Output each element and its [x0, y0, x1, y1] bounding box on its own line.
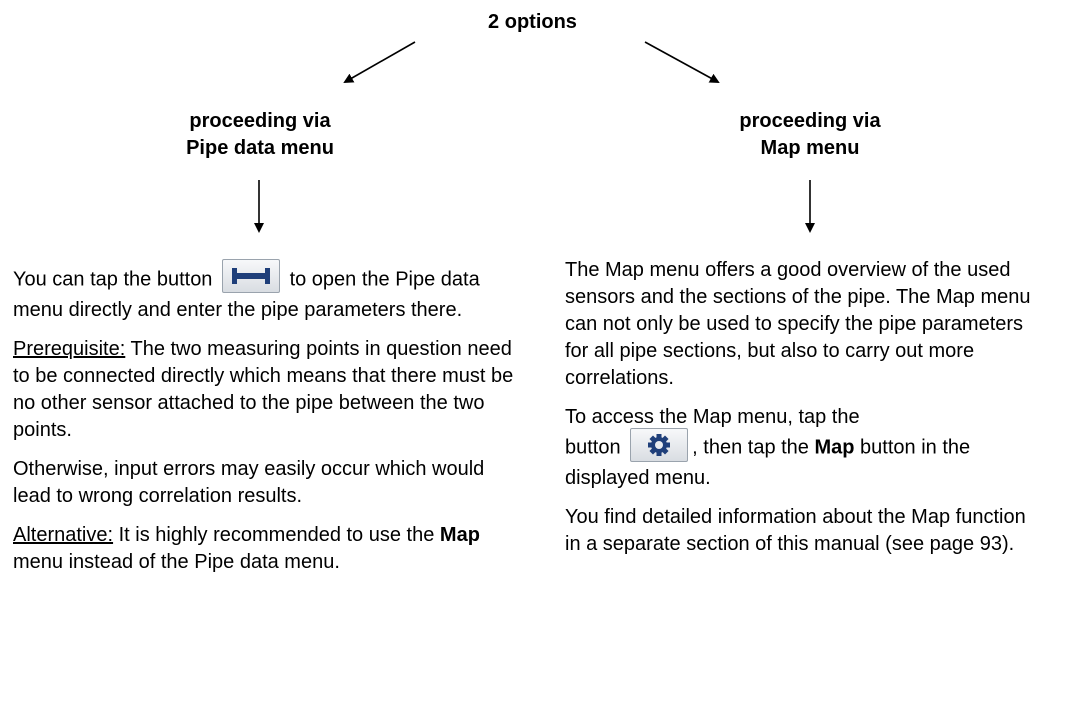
left-column: You can tap the button to open the Pipe … — [13, 259, 523, 588]
pipe-data-button[interactable] — [222, 259, 280, 293]
left-heading-line1: proceeding via — [189, 110, 331, 132]
right-paragraph-3: You find detailed information about the … — [565, 506, 1026, 555]
diagram-title: 2 options — [488, 11, 577, 33]
right-p2-button-word: button — [565, 436, 621, 459]
left-paragraph-1: You can tap the button to open the Pipe … — [13, 259, 523, 324]
alternative-label: Alternative: — [13, 524, 114, 546]
right-paragraph-1: The Map menu offers a good overview of t… — [565, 259, 1031, 389]
right-heading-line2: Map menu — [760, 137, 860, 159]
right-column: The Map menu offers a good overview of t… — [565, 257, 1035, 570]
prerequisite-label: Prerequisite: — [13, 338, 126, 360]
left-paragraph-3: Otherwise, input errors may easily occur… — [13, 458, 485, 507]
right-p2-after-button: , then tap the — [692, 436, 815, 459]
left-paragraph-4: Alternative: It is highly recommended to… — [13, 522, 523, 576]
arrow-to-right-branch — [644, 41, 720, 83]
arrow-to-left-branch — [343, 41, 416, 83]
right-p2-line1: To access the Map menu, tap the — [565, 406, 860, 428]
settings-button[interactable] — [630, 428, 689, 462]
left-p1-before: You can tap the button — [13, 268, 213, 291]
right-p2-end: button in the displayed menu. — [565, 436, 971, 489]
right-heading-line1: proceeding via — [739, 110, 881, 132]
left-p1-after: to open the Pipe data menu directly and … — [13, 268, 480, 321]
pipe-icon — [232, 268, 270, 284]
left-branch-heading: proceeding via Pipe data menu — [90, 108, 430, 162]
left-paragraph-2: Prerequisite: The two measuring points i… — [13, 336, 523, 444]
alternative-text-after: menu instead of the Pipe data menu. — [13, 551, 340, 573]
alternative-map-bold: Map — [439, 524, 480, 546]
right-branch-heading: proceeding via Map menu — [640, 108, 980, 162]
left-heading-line2: Pipe data menu — [186, 137, 334, 159]
prerequisite-text: The two measuring points in question nee… — [13, 338, 514, 441]
right-p2-map-bold: Map — [814, 436, 855, 459]
gear-icon — [648, 434, 671, 456]
right-paragraph-2: To access the Map menu, tap the button ,… — [565, 404, 1035, 492]
alternative-text-before: It is highly recommended to use the — [113, 524, 440, 546]
